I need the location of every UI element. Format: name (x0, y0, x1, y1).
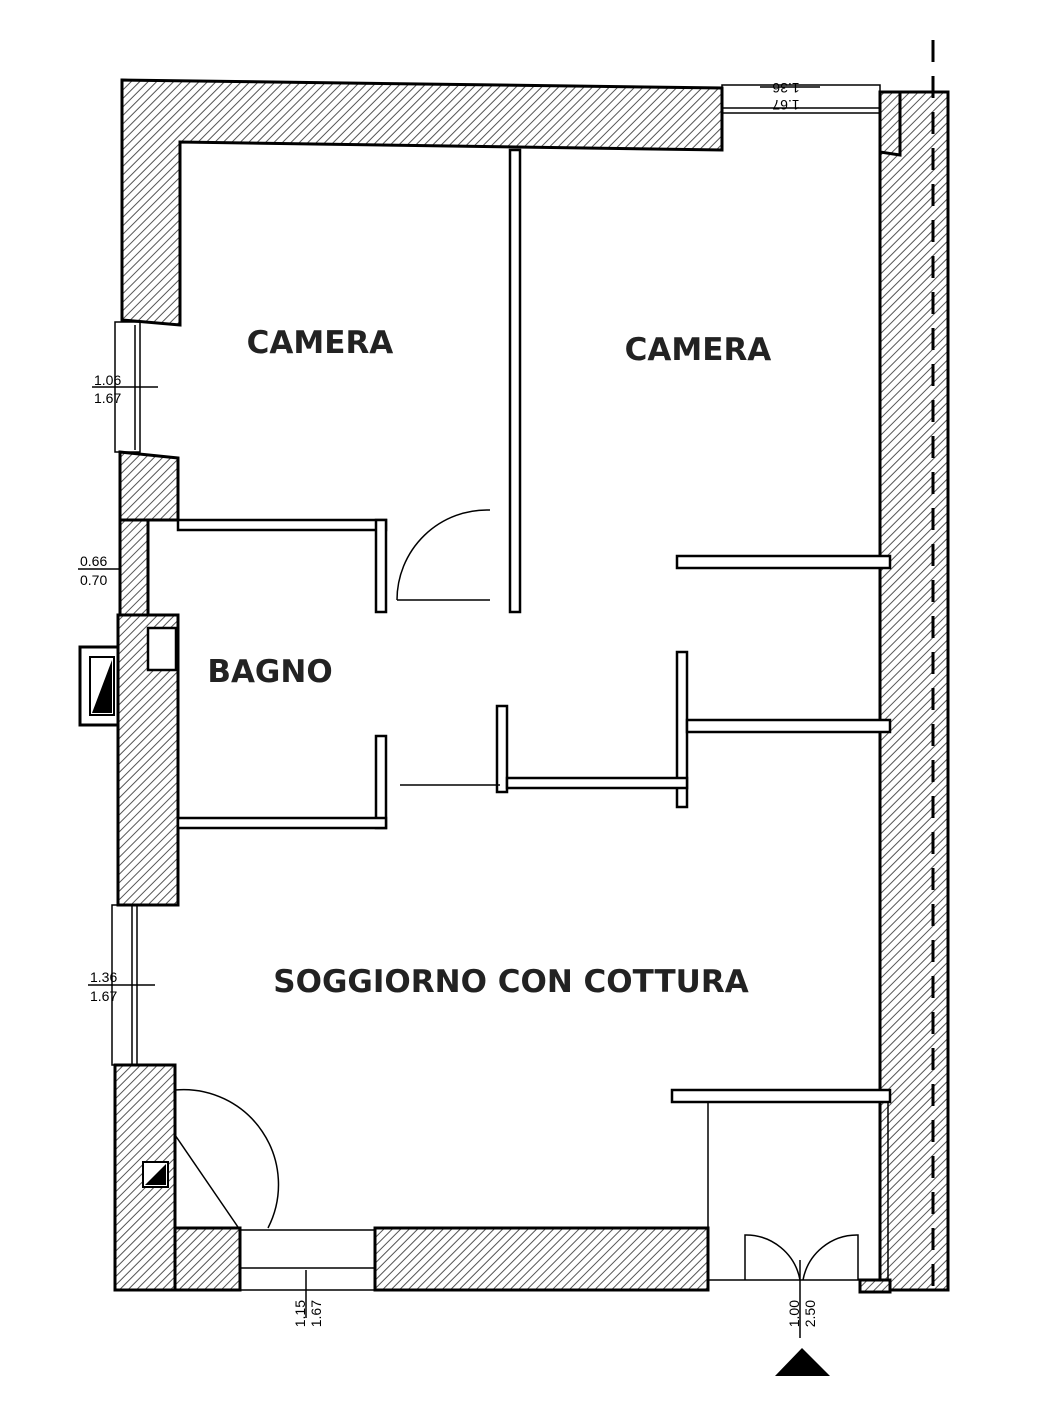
room-label-bagno: BAGNO (207, 654, 332, 690)
outer-walls (113, 78, 950, 1294)
interior-walls (176, 148, 892, 1281)
dim-top-window-bottom: 1.67 (772, 97, 799, 113)
dim-left-upper-top: 1.06 (94, 372, 121, 388)
chimney (78, 645, 169, 1188)
room-label-soggiorno: SOGGIORNO CON COTTURA (273, 964, 748, 1000)
dim-door-bottom: 2.50 (802, 1300, 818, 1327)
entrance-arrow-icon (775, 1348, 830, 1376)
room-label-camera-right: CAMERA (625, 332, 772, 368)
doors (174, 40, 935, 1290)
dim-top-window-top: 1.36 (772, 80, 799, 96)
dimension-labels: 1.36 1.67 1.06 1.67 0.66 0.70 1.36 1.67 … (78, 80, 820, 1338)
dim-left-lower-top: 1.36 (90, 969, 117, 985)
dim-left-upper-bottom: 1.67 (94, 390, 121, 406)
dim-door-top: 1.00 (786, 1300, 802, 1327)
room-label-camera-left: CAMERA (247, 325, 394, 361)
dim-bottom-window-bottom: 1.67 (308, 1300, 324, 1327)
dim-left-lower-bottom: 1.67 (90, 988, 117, 1004)
dim-bagno-window-bottom: 0.70 (80, 572, 107, 588)
dim-bagno-window-top: 0.66 (80, 553, 107, 569)
dim-bottom-window-top: 1.15 (292, 1300, 308, 1327)
